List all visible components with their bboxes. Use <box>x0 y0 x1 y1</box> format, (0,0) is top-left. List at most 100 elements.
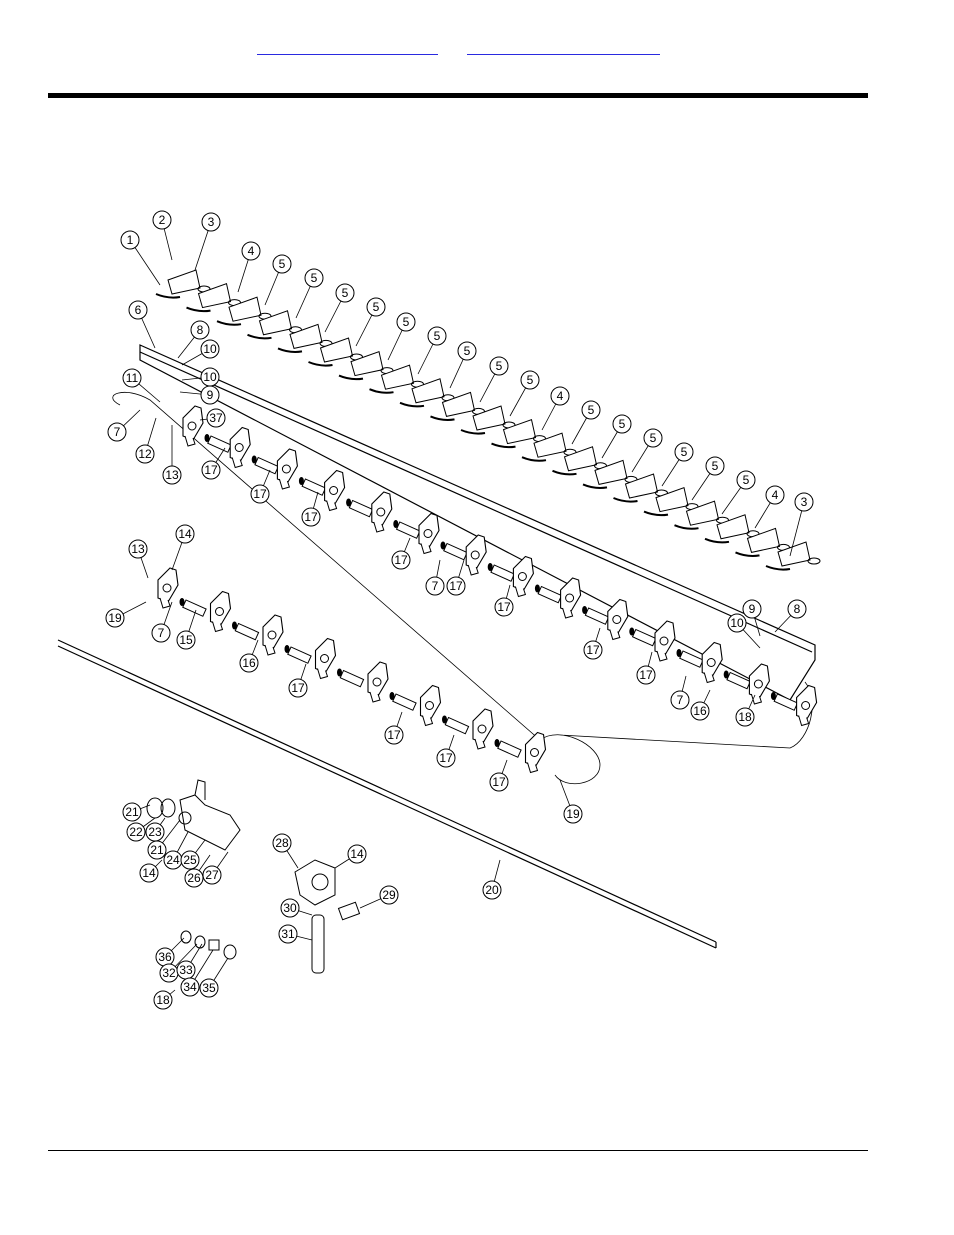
coupler-tube <box>444 716 470 735</box>
callout-balloon <box>765 485 785 505</box>
callout-label: 13 <box>165 468 179 482</box>
callout-balloon <box>272 833 292 853</box>
callout-label: 10 <box>203 370 217 384</box>
callout-label: 32 <box>162 966 176 980</box>
callout-label: 17 <box>253 487 267 501</box>
housing-bore <box>372 677 382 687</box>
callout-label: 4 <box>248 244 255 258</box>
callout-label: 21 <box>125 805 139 819</box>
gear-housing <box>324 469 346 506</box>
coupler-tube <box>537 585 563 604</box>
housing-bore <box>162 583 172 593</box>
cover-strip <box>430 415 455 421</box>
callout-label: 11 <box>126 371 139 385</box>
housing-bore <box>423 529 433 538</box>
coupler-tube <box>301 478 327 496</box>
washer <box>389 692 395 700</box>
washer <box>298 477 304 485</box>
gear-housing <box>465 534 487 570</box>
gear-housing <box>367 661 389 697</box>
gear-housing <box>314 637 337 674</box>
gear-housing <box>607 598 629 635</box>
washer <box>440 541 446 550</box>
cover-plate <box>502 418 537 445</box>
gear-housing <box>560 577 582 613</box>
washer <box>232 621 237 630</box>
callout-balloon <box>674 442 694 462</box>
callout-label: 5 <box>311 271 318 285</box>
cover-plate <box>624 473 659 499</box>
callout-label: 34 <box>183 980 197 994</box>
callout-label: 7 <box>677 693 684 707</box>
callout-label: 19 <box>108 611 122 625</box>
coupler-tube <box>348 499 374 518</box>
callout-balloon <box>241 241 261 261</box>
cover-plate <box>380 364 415 390</box>
callout-balloon <box>427 326 447 346</box>
housing-bore <box>281 464 291 474</box>
callout-balloon <box>384 725 404 745</box>
callout-balloon <box>200 339 220 359</box>
callout-balloon <box>391 550 411 570</box>
header-link-left[interactable] <box>257 40 438 55</box>
callout-label: 1 <box>127 233 134 247</box>
callout-balloon <box>128 539 148 559</box>
callout-label: 17 <box>387 728 401 742</box>
callout-label: 14 <box>178 527 192 541</box>
callout-label: 28 <box>275 836 289 850</box>
callout-balloon <box>482 880 502 900</box>
gear-housing <box>157 567 179 603</box>
housing-spout <box>231 457 243 469</box>
cover-plate <box>777 541 811 567</box>
washer <box>442 715 447 724</box>
callout-balloon <box>794 492 814 512</box>
cover-plate <box>685 500 720 526</box>
housing-bore <box>612 615 622 624</box>
gear-housing <box>512 555 534 592</box>
header-link-right[interactable] <box>467 40 660 55</box>
coupler-tube <box>234 622 260 641</box>
callout-label: 9 <box>207 388 214 402</box>
callout-label: 5 <box>434 329 441 343</box>
callout-balloon <box>742 599 762 619</box>
cover-slot <box>807 557 821 565</box>
cover-strip <box>735 551 760 557</box>
callout-balloon <box>206 408 226 428</box>
housing-spout <box>278 478 291 490</box>
callout-label: 30 <box>283 901 297 915</box>
callout-label: 13 <box>131 542 145 556</box>
gear-housing <box>701 641 723 678</box>
callout-balloon <box>122 368 142 388</box>
cover-plate <box>350 350 384 377</box>
cover-strip <box>613 497 638 503</box>
callout-balloon <box>107 422 127 442</box>
callout-balloon <box>105 608 125 628</box>
cover-plate <box>228 296 262 322</box>
callout-balloon <box>180 850 200 870</box>
callout-label: 5 <box>373 300 380 314</box>
housing-bore <box>565 593 575 603</box>
housing-spout <box>422 715 434 727</box>
cover-strip <box>216 320 242 326</box>
callout-balloon <box>199 978 219 998</box>
callout-balloon <box>347 844 367 864</box>
callout-balloon <box>175 524 195 544</box>
callout-balloon <box>250 484 270 504</box>
coupler-tube <box>726 671 751 690</box>
washer <box>337 668 342 677</box>
housing-spout <box>703 672 715 684</box>
callout-label: 18 <box>156 993 170 1007</box>
washer <box>494 739 500 747</box>
cover-strip <box>369 388 394 394</box>
callout-label: 17 <box>586 643 600 657</box>
gear-housing <box>371 491 393 527</box>
callout-label: 5 <box>743 473 750 487</box>
rail <box>139 344 816 701</box>
housing-bore <box>267 630 277 640</box>
cover-plate <box>716 514 750 540</box>
callout-label: 17 <box>394 553 408 567</box>
housing-bore <box>376 507 386 517</box>
gear-housing <box>182 405 204 441</box>
callout-balloon <box>736 470 756 490</box>
callout-balloon <box>201 212 221 232</box>
